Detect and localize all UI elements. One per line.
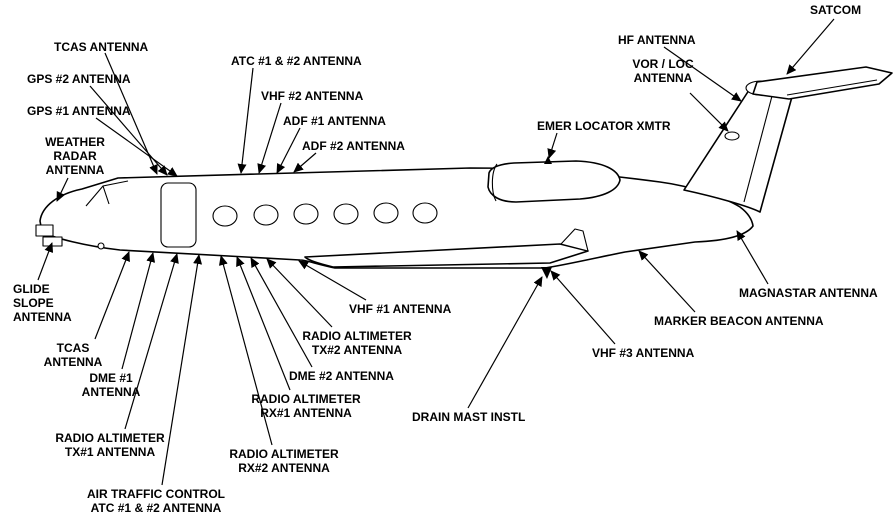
leader-satcom bbox=[786, 18, 835, 75]
label-radio-altimeter-tx2: RADIO ALTIMETER TX#2 ANTENNA bbox=[302, 329, 412, 358]
elevator-hinge-line bbox=[786, 79, 878, 96]
label-vor-loc-antenna: VOR / LOC ANTENNA bbox=[632, 57, 694, 86]
label-satcom: SATCOM bbox=[810, 3, 862, 17]
engine-nacelle bbox=[487, 160, 621, 203]
label-magnastar-antenna: MAGNASTAR ANTENNA bbox=[739, 286, 878, 300]
label-tcas-antenna-top: TCAS ANTENNA bbox=[54, 40, 149, 54]
label-atc-1-2-antenna-top: ATC #1 & #2 ANTENNA bbox=[231, 54, 362, 68]
leader-lines bbox=[37, 18, 835, 486]
label-hf-antenna: HF ANTENNA bbox=[618, 33, 696, 47]
leader-atc-top bbox=[237, 67, 254, 174]
leader-adf-1 bbox=[276, 127, 301, 174]
leader-adf-2 bbox=[293, 152, 317, 173]
cabin-door bbox=[160, 182, 197, 248]
label-air-traffic-control: AIR TRAFFIC CONTROL ATC #1 & #2 ANTENNA bbox=[87, 487, 225, 516]
leader-dme-2 bbox=[250, 257, 313, 368]
label-gps-1-antenna: GPS #1 ANTENNA bbox=[27, 104, 131, 118]
cabin-window bbox=[373, 202, 399, 224]
leader-dme-1 bbox=[121, 252, 156, 370]
cabin-window bbox=[253, 204, 279, 226]
wing bbox=[304, 243, 589, 268]
cabin-window bbox=[212, 205, 238, 227]
label-adf-2-antenna: ADF #2 ANTENNA bbox=[302, 139, 405, 153]
aircraft-outline bbox=[35, 66, 893, 279]
label-vhf-1-antenna: VHF #1 ANTENNA bbox=[349, 302, 452, 316]
label-dme-1-antenna: DME #1 ANTENNA bbox=[81, 371, 141, 400]
elt-antenna-blade bbox=[544, 156, 552, 164]
label-weather-radar-antenna: WEATHER RADAR ANTENNA bbox=[45, 135, 105, 178]
leader-marker-beacon bbox=[638, 250, 696, 313]
nose-equipment-box-1 bbox=[35, 224, 54, 237]
nose-sensor bbox=[97, 242, 105, 250]
drain-mast bbox=[541, 267, 552, 279]
leader-radio-alt-rx1 bbox=[236, 256, 291, 391]
vor-loc-antenna-blade bbox=[724, 131, 740, 141]
label-gps-2-antenna: GPS #2 ANTENNA bbox=[27, 72, 131, 86]
cabin-window bbox=[412, 202, 438, 224]
label-emer-locator-xmtr: EMER LOCATOR XMTR bbox=[537, 119, 671, 133]
leader-vhf-3 bbox=[550, 270, 616, 345]
label-radio-altimeter-rx2: RADIO ALTIMETER RX#2 ANTENNA bbox=[229, 447, 339, 476]
cabin-window bbox=[293, 203, 319, 225]
label-dme-2-antenna: DME #2 ANTENNA bbox=[289, 369, 394, 383]
label-vhf-3-antenna: VHF #3 ANTENNA bbox=[592, 346, 695, 360]
leader-radio-alt-tx2 bbox=[266, 258, 333, 328]
cabin-window bbox=[333, 203, 359, 225]
label-radio-altimeter-tx1: RADIO ALTIMETER TX#1 ANTENNA bbox=[55, 431, 165, 460]
leader-vor-loc bbox=[689, 92, 729, 132]
leader-vhf-2 bbox=[257, 102, 282, 174]
nose-equipment-box-2 bbox=[42, 236, 63, 247]
rudder-hinge-line bbox=[743, 95, 773, 203]
leader-magnastar bbox=[736, 230, 769, 285]
winglet bbox=[560, 228, 589, 252]
engine-intake-lip bbox=[491, 163, 498, 202]
cabin-windows bbox=[212, 202, 438, 227]
horizontal-stabilizer bbox=[752, 66, 893, 100]
leader-weather-radar bbox=[56, 177, 69, 202]
leader-hf-antenna bbox=[663, 46, 742, 102]
leader-glide-slope bbox=[37, 242, 54, 281]
label-glide-slope-antenna: GLIDE SLOPE ANTENNA bbox=[13, 282, 72, 325]
leader-tcas-bottom bbox=[94, 251, 130, 340]
leader-emer-locator bbox=[547, 132, 558, 159]
windshield-divider bbox=[102, 185, 110, 205]
leader-gps-1 bbox=[95, 117, 178, 177]
leader-vhf-1 bbox=[298, 260, 367, 301]
label-radio-altimeter-rx1: RADIO ALTIMETER RX#1 ANTENNA bbox=[251, 392, 361, 421]
leader-drain-mast bbox=[467, 276, 543, 409]
label-marker-beacon-antenna: MARKER BEACON ANTENNA bbox=[654, 314, 824, 328]
label-adf-1-antenna: ADF #1 ANTENNA bbox=[283, 114, 386, 128]
label-vhf-2-antenna: VHF #2 ANTENNA bbox=[261, 89, 364, 103]
leader-radio-alt-tx1 bbox=[124, 253, 179, 430]
leader-air-traffic-ctrl bbox=[161, 254, 203, 486]
leader-radio-alt-rx2 bbox=[219, 255, 273, 446]
label-tcas-antenna-bottom: TCAS ANTENNA bbox=[43, 341, 103, 370]
label-drain-mast-instl: DRAIN MAST INSTL bbox=[412, 410, 526, 424]
